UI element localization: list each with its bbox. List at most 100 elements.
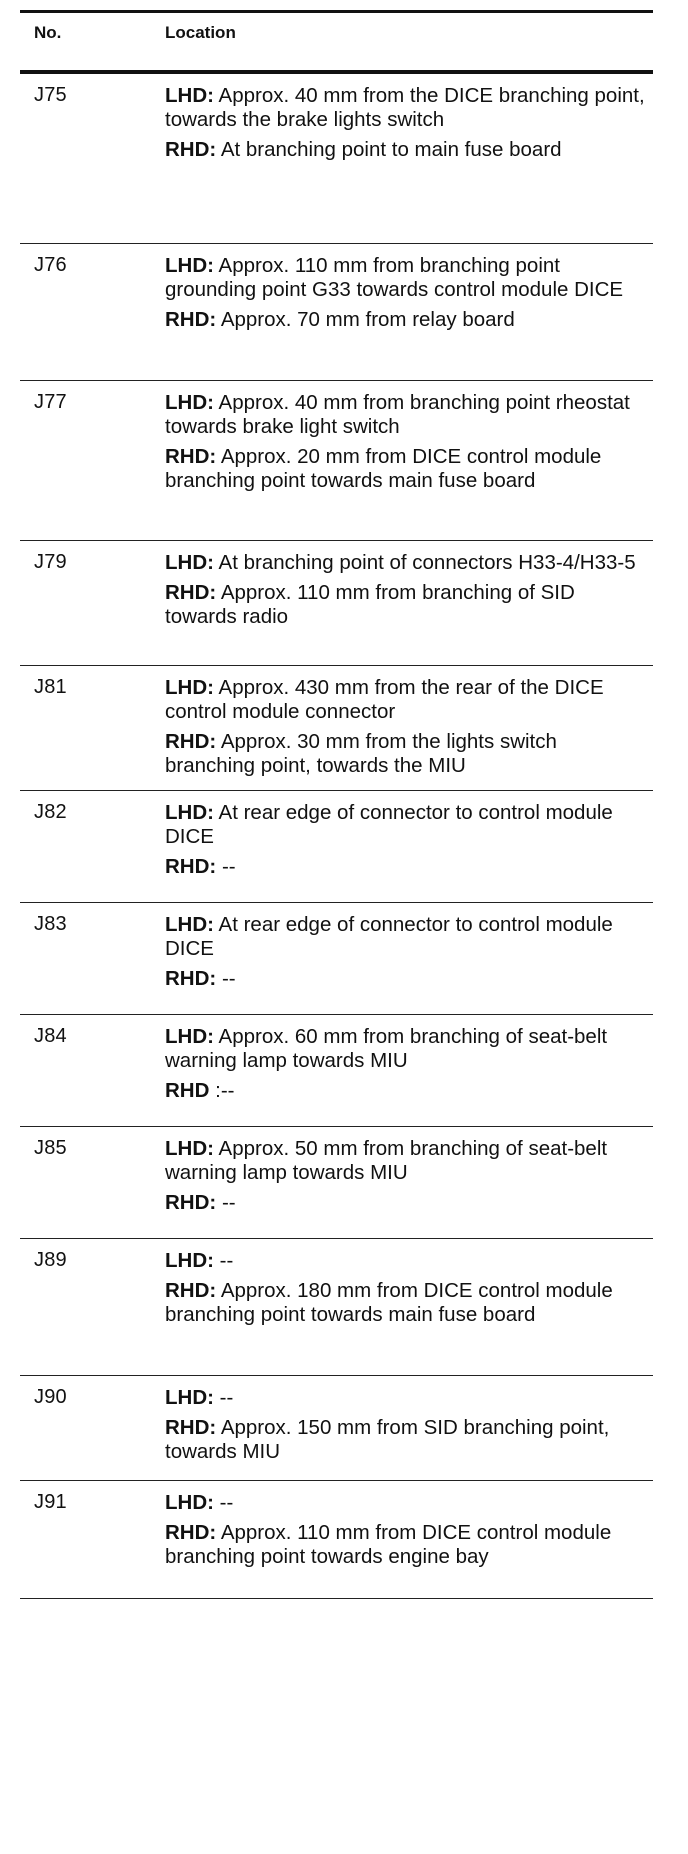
rhd-label: RHD: xyxy=(165,1279,217,1302)
row-location: LHD: Approx. 50 mm from branching of sea… xyxy=(165,1127,653,1238)
rhd-text: At branching point to main fuse board xyxy=(216,138,562,161)
lhd-text: At rear edge of connector to control mod… xyxy=(165,801,613,848)
rhd-text: Approx. 70 mm from relay board xyxy=(216,308,515,331)
table-row: J79 LHD: At branching point of connectors… xyxy=(20,541,653,666)
header-location: Location xyxy=(165,23,236,42)
lhd-label: LHD: xyxy=(165,1025,214,1048)
rhd-entry: RHD: -- xyxy=(165,855,649,879)
rhd-label: RHD: xyxy=(165,445,217,468)
lhd-entry: LHD: -- xyxy=(165,1249,649,1273)
lhd-entry: LHD: -- xyxy=(165,1491,649,1515)
lhd-label: LHD: xyxy=(165,1491,214,1514)
rhd-entry: RHD: Approx. 30 mm from the lights switc… xyxy=(165,730,649,778)
table-header: No. Location xyxy=(20,10,653,74)
row-location: LHD: -- RHD: Approx. 150 mm from SID bran… xyxy=(165,1376,653,1480)
table-row: J91 LHD: -- RHD: Approx. 110 mm from DICE … xyxy=(20,1481,653,1599)
lhd-entry: LHD: Approx. 430 mm from the rear of the… xyxy=(165,676,649,724)
lhd-text: At rear edge of connector to control mod… xyxy=(165,913,613,960)
lhd-label: LHD: xyxy=(165,391,214,414)
lhd-entry: LHD: Approx. 40 mm from branching point … xyxy=(165,391,649,439)
lhd-entry: LHD: At branching point of connectors H3… xyxy=(165,551,649,575)
lhd-text: Approx. 50 mm from branching of seat-bel… xyxy=(165,1137,608,1184)
rhd-text: Approx. 110 mm from DICE control module … xyxy=(165,1521,612,1568)
header-no: No. xyxy=(34,23,62,42)
rhd-entry: RHD: At branching point to main fuse boa… xyxy=(165,138,649,162)
lhd-entry: LHD: Approx. 40 mm from the DICE branchi… xyxy=(165,84,649,132)
table-row: J84 LHD: Approx. 60 mm from branching of … xyxy=(20,1015,653,1127)
rhd-label: RHD: xyxy=(165,308,217,331)
lhd-text: At branching point of connectors H33-4/H… xyxy=(213,551,636,574)
row-number: J82 xyxy=(34,801,67,823)
lhd-text: -- xyxy=(213,1386,234,1409)
lhd-label: LHD: xyxy=(165,1386,214,1409)
row-location: LHD: At branching point of connectors H3… xyxy=(165,541,653,665)
row-number: J84 xyxy=(34,1025,67,1047)
rhd-label: RHD: xyxy=(165,967,217,990)
lhd-text: Approx. 40 mm from the DICE branching po… xyxy=(165,84,645,131)
lhd-label: LHD: xyxy=(165,254,214,277)
lhd-label: LHD: xyxy=(165,1249,214,1272)
rhd-entry: RHD: Approx. 110 mm from DICE control mo… xyxy=(165,1521,649,1569)
rhd-text: -- xyxy=(216,855,236,878)
row-number: J83 xyxy=(34,913,67,935)
rhd-label: RHD: xyxy=(165,138,217,161)
row-location: LHD: -- RHD: Approx. 180 mm from DICE con… xyxy=(165,1239,653,1375)
row-number: J75 xyxy=(34,84,67,106)
rhd-text: Approx. 30 mm from the lights switch bra… xyxy=(165,730,557,777)
rhd-label: RHD: xyxy=(165,855,217,878)
row-location: LHD: Approx. 40 mm from branching point … xyxy=(165,381,653,540)
row-location: LHD: -- RHD: Approx. 110 mm from DICE con… xyxy=(165,1481,653,1598)
row-number: J89 xyxy=(34,1249,67,1271)
lhd-entry: LHD: At rear edge of connector to contro… xyxy=(165,913,649,961)
rhd-text: -- xyxy=(216,1191,236,1214)
rhd-entry: RHD: -- xyxy=(165,1191,649,1215)
rhd-entry: RHD :-- xyxy=(165,1079,649,1103)
lhd-label: LHD: xyxy=(165,676,214,699)
lhd-text: Approx. 110 mm from branching point grou… xyxy=(165,254,624,301)
lhd-text: Approx. 40 mm from branching point rheos… xyxy=(165,391,630,438)
lhd-text: -- xyxy=(213,1249,234,1272)
lhd-label: LHD: xyxy=(165,801,214,824)
table-row: J81 LHD: Approx. 430 mm from the rear of … xyxy=(20,666,653,791)
lhd-entry: LHD: At rear edge of connector to contro… xyxy=(165,801,649,849)
lhd-entry: LHD: -- xyxy=(165,1386,649,1410)
row-number: J79 xyxy=(34,551,67,573)
row-location: LHD: At rear edge of connector to contro… xyxy=(165,791,653,902)
lhd-label: LHD: xyxy=(165,551,214,574)
row-location: LHD: Approx. 430 mm from the rear of the… xyxy=(165,666,653,790)
table-row: J89 LHD: -- RHD: Approx. 180 mm from DICE … xyxy=(20,1239,653,1376)
rhd-entry: RHD: Approx. 150 mm from SID branching p… xyxy=(165,1416,649,1464)
lhd-label: LHD: xyxy=(165,913,214,936)
rhd-label: RHD: xyxy=(165,1416,217,1439)
table-row: J83 LHD: At rear edge of connector to con… xyxy=(20,903,653,1015)
row-number: J81 xyxy=(34,676,67,698)
lhd-text: Approx. 60 mm from branching of seat-bel… xyxy=(165,1025,608,1072)
rhd-entry: RHD: Approx. 20 mm from DICE control mod… xyxy=(165,445,649,493)
rhd-text: Approx. 20 mm from DICE control module b… xyxy=(165,445,602,492)
rhd-text: -- xyxy=(216,967,236,990)
lhd-entry: LHD: Approx. 50 mm from branching of sea… xyxy=(165,1137,649,1185)
rhd-text: :-- xyxy=(209,1079,235,1102)
rhd-entry: RHD: Approx. 180 mm from DICE control mo… xyxy=(165,1279,649,1327)
rhd-text: Approx. 110 mm from branching of SID tow… xyxy=(165,581,575,628)
rhd-entry: RHD: -- xyxy=(165,967,649,991)
table-row: J85 LHD: Approx. 50 mm from branching of … xyxy=(20,1127,653,1239)
row-location: LHD: At rear edge of connector to contro… xyxy=(165,903,653,1014)
row-location: LHD: Approx. 110 mm from branching point… xyxy=(165,244,653,380)
lhd-label: LHD: xyxy=(165,1137,214,1160)
row-number: J85 xyxy=(34,1137,67,1159)
rhd-label: RHD: xyxy=(165,730,217,753)
lhd-entry: LHD: Approx. 60 mm from branching of sea… xyxy=(165,1025,649,1073)
rhd-label: RHD: xyxy=(165,581,217,604)
lhd-text: -- xyxy=(213,1491,234,1514)
rhd-label: RHD: xyxy=(165,1191,217,1214)
row-number: J91 xyxy=(34,1491,67,1513)
lhd-label: LHD: xyxy=(165,84,214,107)
rhd-text: Approx. 180 mm from DICE control module … xyxy=(165,1279,613,1326)
